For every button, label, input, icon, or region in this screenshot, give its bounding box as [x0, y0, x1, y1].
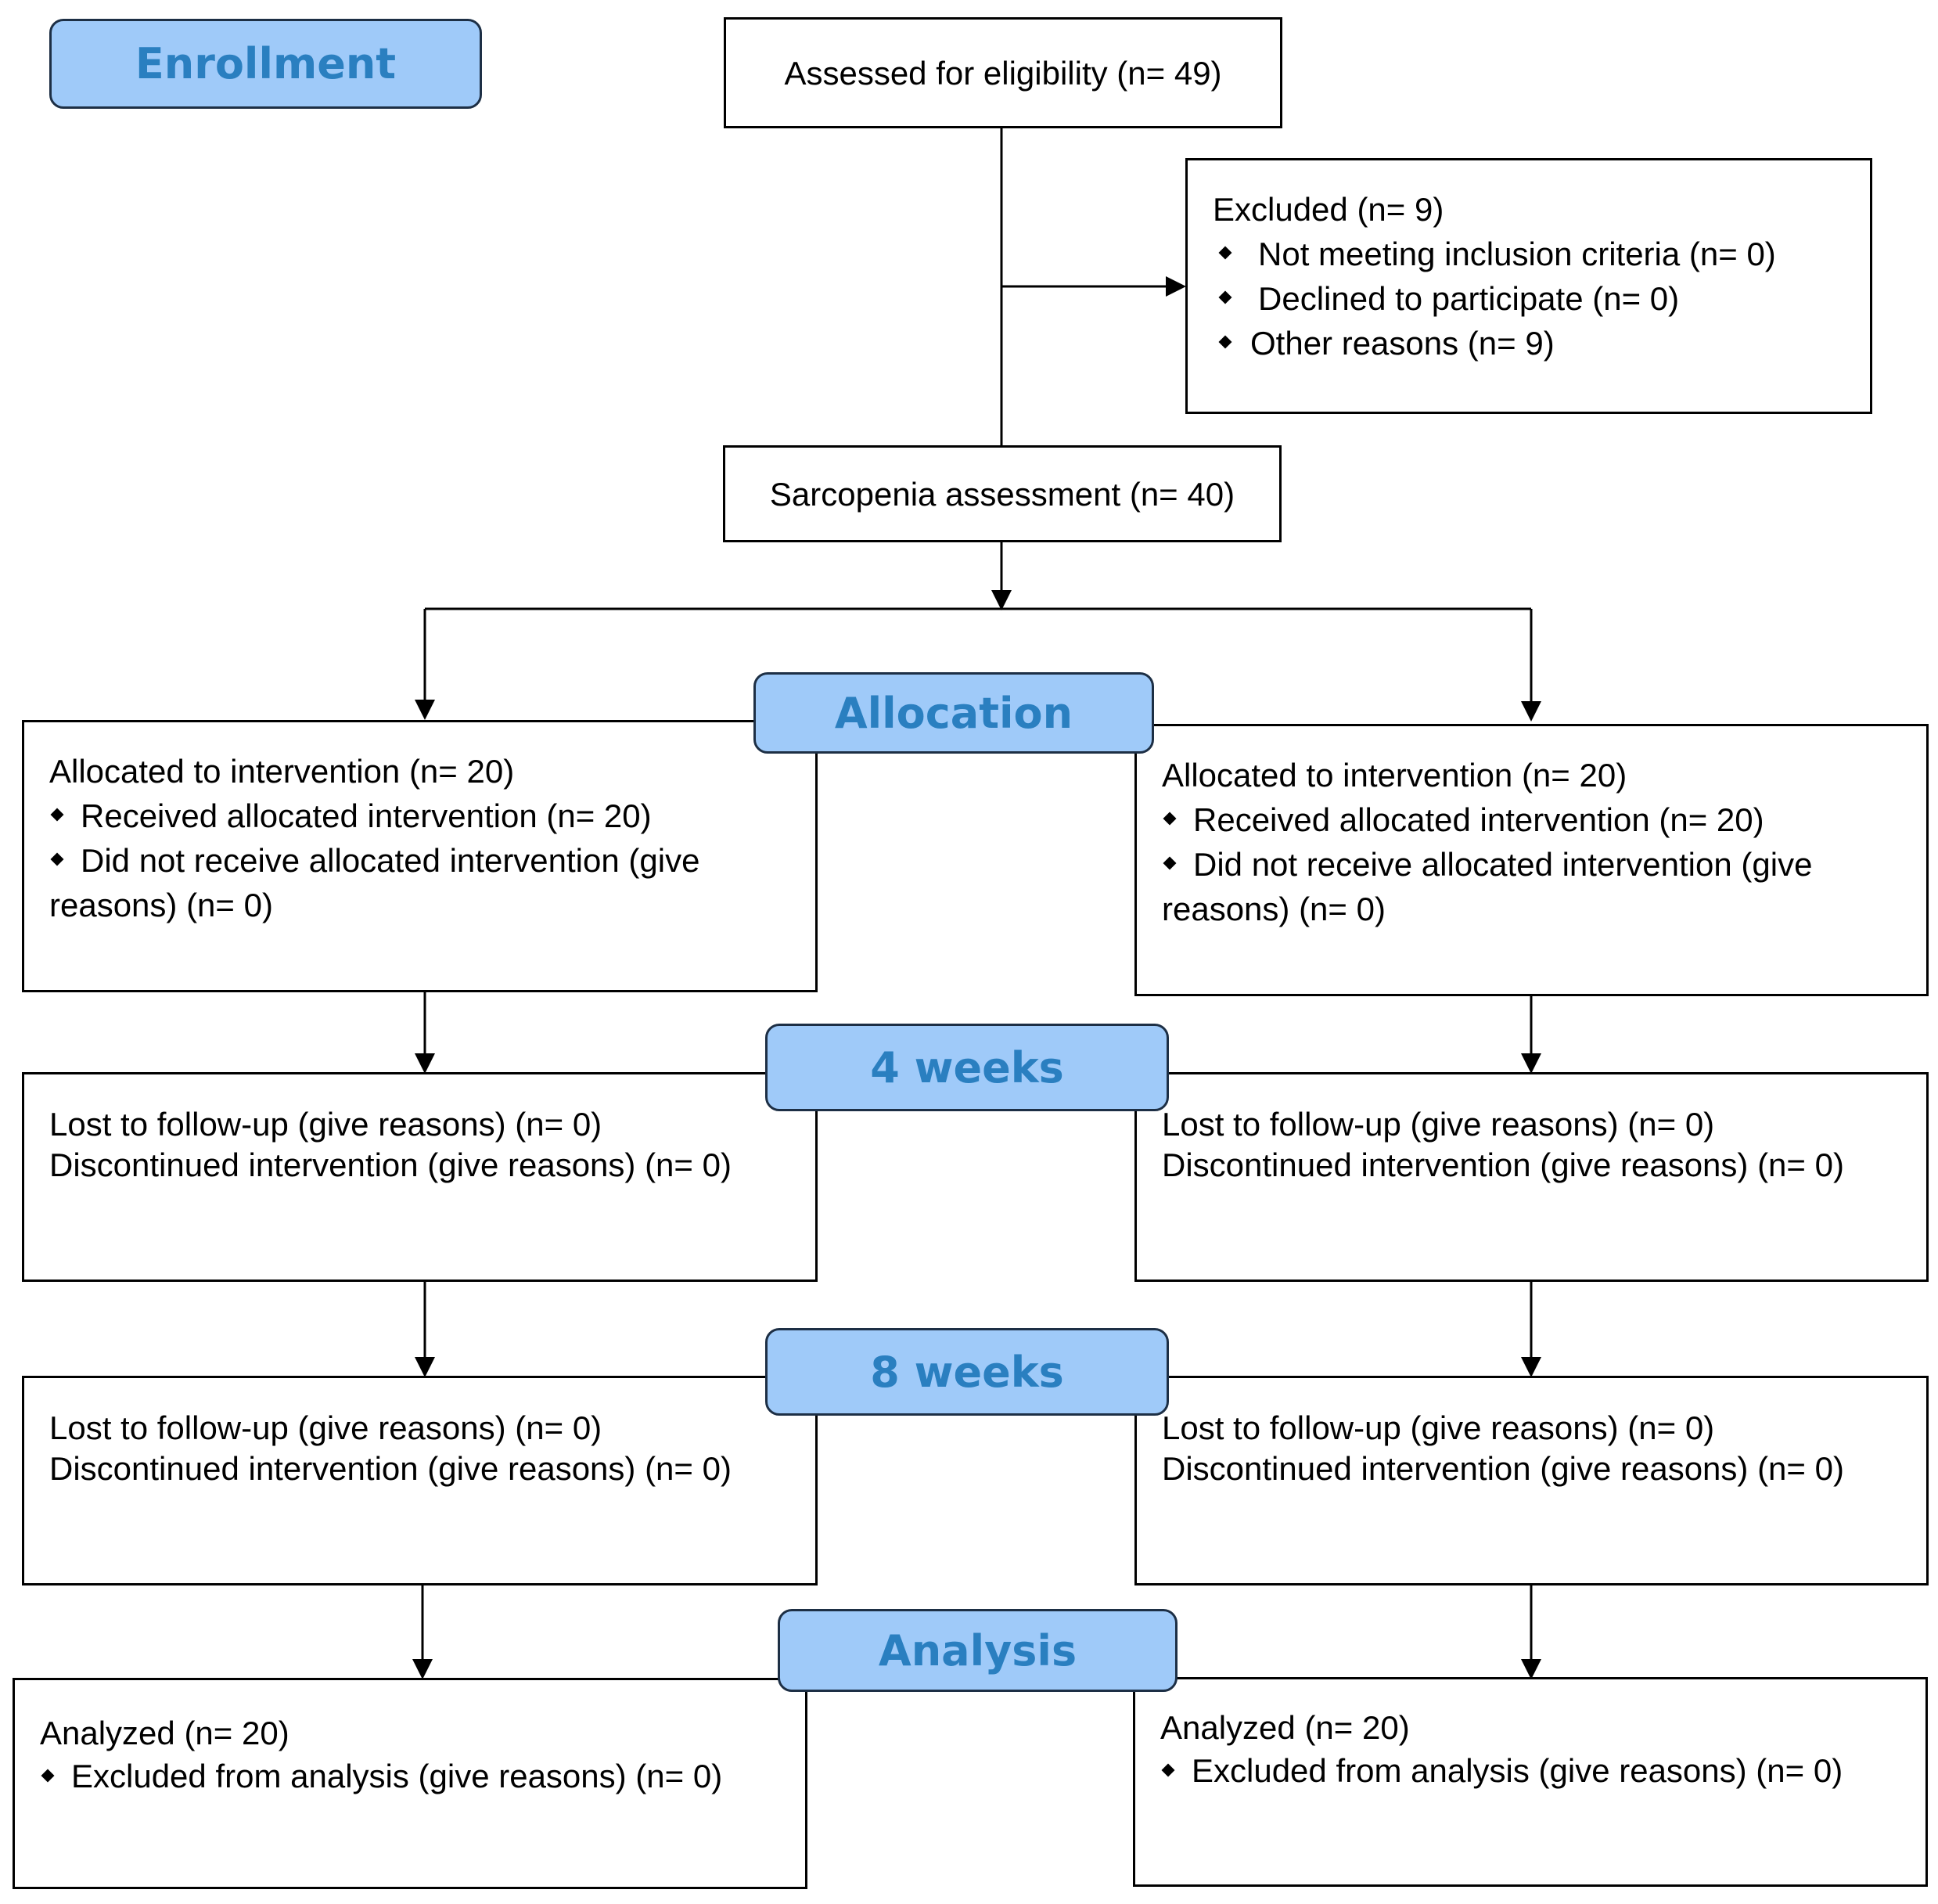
right-allocated-not-received: Did not receive allocated intervention (…: [1162, 846, 1813, 927]
bullet-diamond-icon: [50, 852, 64, 866]
arrowhead-right-4weeks: [1521, 1053, 1541, 1074]
stage-label-text: 8 weeks: [870, 1347, 1064, 1397]
sarcopenia-text: Sarcopenia assessment (n= 40): [769, 475, 1235, 513]
stage-label-text: 4 weeks: [870, 1042, 1064, 1092]
assessed-text: Assessed for eligibility (n= 49): [784, 54, 1222, 92]
stage-label-4weeks: 4 weeks: [765, 1024, 1169, 1111]
right-4weeks-box: Lost to follow-up (give reasons) (n= 0) …: [1134, 1072, 1929, 1282]
bullet-diamond-icon: [1161, 1763, 1175, 1777]
left-allocated-received: Received allocated intervention (n= 20): [49, 794, 792, 838]
right-4weeks-discontinued: Discontinued intervention (give reasons)…: [1162, 1146, 1844, 1183]
excluded-item: Not meeting inclusion criteria (n= 0): [1213, 232, 1870, 276]
excluded-box: Excluded (n= 9) Not meeting inclusion cr…: [1185, 158, 1872, 414]
left-allocated-title: Allocated to intervention (n= 20): [49, 753, 515, 790]
excluded-item: Declined to participate (n= 0): [1213, 276, 1870, 321]
arrowhead-left-allocation: [415, 700, 435, 720]
bullet-diamond-icon: [1163, 856, 1177, 870]
right-8weeks-box: Lost to follow-up (give reasons) (n= 0) …: [1134, 1376, 1929, 1585]
left-analysis-box: Analyzed (n= 20) Excluded from analysis …: [13, 1678, 807, 1889]
right-4weeks-lost: Lost to follow-up (give reasons) (n= 0): [1162, 1106, 1715, 1143]
left-analysis-excluded: Excluded from analysis (give reasons) (n…: [40, 1755, 789, 1798]
right-analysis-title: Analyzed (n= 20): [1160, 1709, 1410, 1746]
bullet-diamond-icon: [50, 808, 64, 822]
right-8weeks-discontinued: Discontinued intervention (give reasons)…: [1162, 1450, 1844, 1487]
left-8weeks-box: Lost to follow-up (give reasons) (n= 0) …: [22, 1376, 818, 1585]
stage-label-enrollment: Enrollment: [49, 19, 482, 109]
arrowhead-left-analysis: [412, 1659, 433, 1679]
stage-label-text: Allocation: [834, 688, 1073, 738]
left-4weeks-lost: Lost to follow-up (give reasons) (n= 0): [49, 1106, 602, 1143]
stage-label-8weeks: 8 weeks: [765, 1328, 1169, 1416]
right-allocated-box: Allocated to intervention (n= 20) Receiv…: [1134, 724, 1929, 996]
left-allocated-box: Allocated to intervention (n= 20) Receiv…: [22, 720, 818, 992]
bullet-diamond-icon: [41, 1769, 55, 1783]
bullet-diamond-icon: [1163, 812, 1177, 826]
right-8weeks-lost: Lost to follow-up (give reasons) (n= 0): [1162, 1409, 1715, 1446]
right-analysis-excluded: Excluded from analysis (give reasons) (n…: [1160, 1749, 1918, 1792]
stage-label-text: Enrollment: [135, 39, 397, 88]
left-allocated-not-received: Did not receive allocated intervention (…: [49, 842, 700, 923]
assessed-box: Assessed for eligibility (n= 49): [724, 17, 1282, 128]
excluded-title: Excluded (n= 9): [1213, 191, 1444, 228]
arrowhead-left-4weeks: [415, 1053, 435, 1074]
arrowhead-left-8weeks: [415, 1357, 435, 1377]
left-4weeks-discontinued: Discontinued intervention (give reasons)…: [49, 1146, 732, 1183]
right-allocated-received: Received allocated intervention (n= 20): [1162, 797, 1903, 842]
bullet-diamond-icon: [1218, 335, 1232, 349]
stage-label-allocation: Allocation: [753, 672, 1154, 754]
arrowhead-right-allocation: [1521, 701, 1541, 722]
left-8weeks-discontinued: Discontinued intervention (give reasons)…: [49, 1450, 732, 1487]
arrowhead-sarcopenia-split: [991, 590, 1012, 610]
excluded-item: Other reasons (n= 9): [1213, 321, 1870, 365]
left-8weeks-lost: Lost to follow-up (give reasons) (n= 0): [49, 1409, 602, 1446]
stage-label-analysis: Analysis: [778, 1609, 1178, 1692]
bullet-diamond-icon: [1218, 290, 1232, 304]
arrowhead-excluded: [1166, 276, 1186, 297]
bullet-diamond-icon: [1218, 246, 1232, 260]
left-analysis-title: Analyzed (n= 20): [40, 1715, 289, 1751]
sarcopenia-box: Sarcopenia assessment (n= 40): [723, 445, 1282, 542]
right-analysis-box: Analyzed (n= 20) Excluded from analysis …: [1133, 1677, 1928, 1887]
stage-label-text: Analysis: [878, 1625, 1077, 1675]
arrowhead-right-8weeks: [1521, 1357, 1541, 1377]
right-allocated-title: Allocated to intervention (n= 20): [1162, 757, 1627, 794]
left-4weeks-box: Lost to follow-up (give reasons) (n= 0) …: [22, 1072, 818, 1282]
arrowhead-right-analysis: [1521, 1659, 1541, 1679]
